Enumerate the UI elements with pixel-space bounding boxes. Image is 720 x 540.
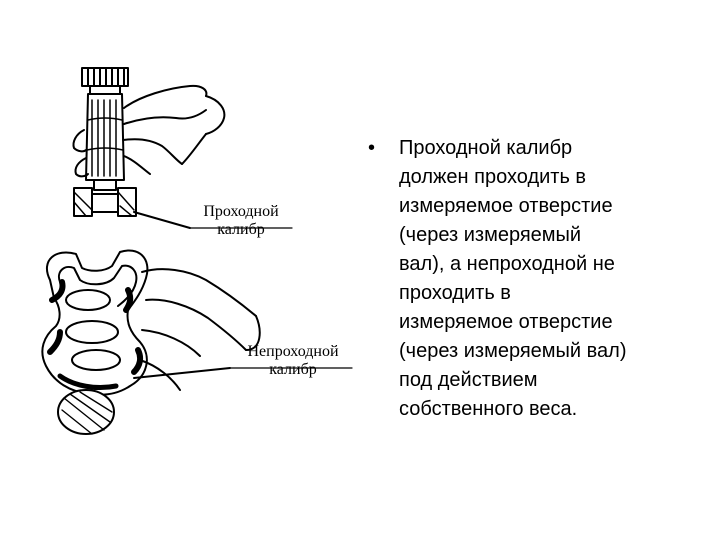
pass-gauge-label: Проходной калибр [186, 203, 296, 239]
pass-gauge-label-line1: Проходной [203, 203, 279, 220]
bullet-item: • Проходной калибр должен проходить в из… [368, 134, 698, 424]
bullet-text: Проходной калибр должен проходить в изме… [399, 137, 627, 420]
pass-gauge-label-line2: калибр [217, 221, 265, 238]
nogo-gauge-label-line2: калибр [269, 361, 317, 378]
bullet-marker: • [368, 137, 376, 159]
nogo-gauge-label: Непроходной калибр [228, 343, 358, 379]
gauge-illustration [30, 60, 370, 480]
nogo-gauge-label-line1: Непроходной [247, 343, 339, 360]
gauge-drawing [41, 67, 353, 435]
